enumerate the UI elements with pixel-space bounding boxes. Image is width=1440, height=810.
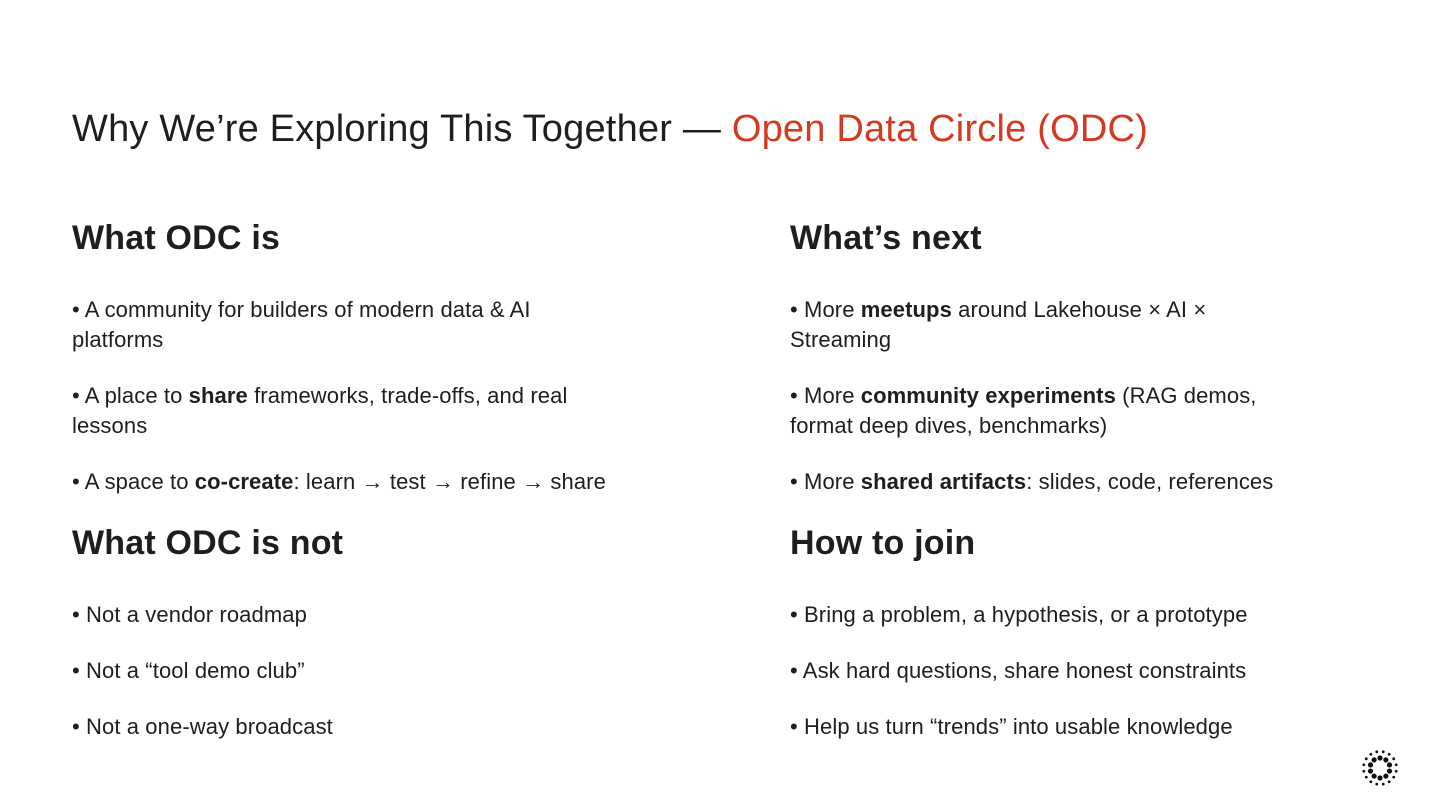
slide-title-accent: Open Data Circle (ODC) <box>731 108 1148 150</box>
bullet-item: • More shared artifacts: slides, code, r… <box>790 469 1274 494</box>
bullet-list-what-odc-is: • A community for builders of modern dat… <box>72 295 727 497</box>
bullet-list-what-odc-is-not: • Not a vendor roadmap • Not a “tool demo… <box>72 600 727 742</box>
bullet-item: • A space to co-create: learn → test → r… <box>72 469 606 494</box>
bullet-item: • More community experiments (RAG demos,… <box>790 383 1257 438</box>
bullet-item: • More meetups around Lakehouse × AI × S… <box>790 297 1207 352</box>
bullet-item: • Not a one-way broadcast <box>72 714 333 739</box>
bullet-item: • A place to share frameworks, trade-off… <box>72 383 568 438</box>
bullet-list-how-to-join: • Bring a problem, a hypothesis, or a pr… <box>790 600 1405 742</box>
bullet-item: • Not a “tool demo club” <box>72 658 305 683</box>
bullet-item: • Not a vendor roadmap <box>72 602 307 627</box>
bullet-item: • Bring a problem, a hypothesis, or a pr… <box>790 602 1248 627</box>
section-heading-what-odc-is: What ODC is <box>72 219 281 257</box>
bullet-list-whats-next: • More meetups around Lakehouse × AI × S… <box>790 295 1405 497</box>
bullet-item: • A community for builders of modern dat… <box>72 297 531 352</box>
slide-title: Why We’re Exploring This Together — Open… <box>72 106 1148 152</box>
section-heading-whats-next: What’s next <box>790 219 982 257</box>
section-heading-what-odc-is-not: What ODC is not <box>72 524 344 562</box>
bullet-item: • Help us turn “trends” into usable know… <box>790 714 1233 739</box>
slide-title-main: Why We’re Exploring This Together — <box>72 108 732 150</box>
bullet-item: • Ask hard questions, share honest const… <box>790 658 1247 683</box>
right-column: What’s next • More meetups around Lakeho… <box>790 218 1405 768</box>
left-column: What ODC is • A community for builders o… <box>72 218 727 768</box>
section-heading-how-to-join: How to join <box>790 524 976 562</box>
dotted-circle-logo-icon <box>1362 750 1398 786</box>
